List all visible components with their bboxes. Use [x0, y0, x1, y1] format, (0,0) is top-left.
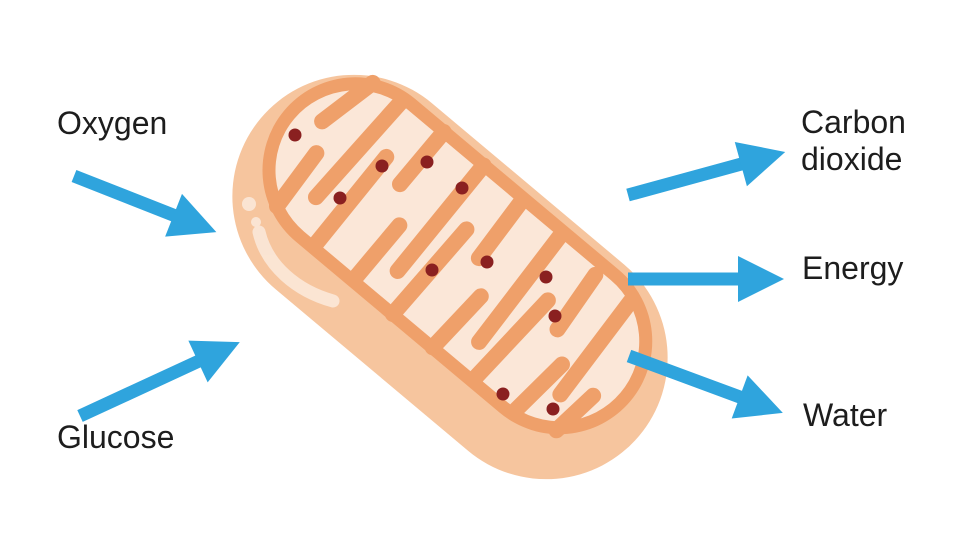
granule-dot — [375, 159, 389, 173]
granule-dot — [546, 402, 560, 416]
granule-dot — [333, 191, 347, 205]
granule-dot — [425, 263, 439, 277]
label-glucose: Glucose — [57, 419, 175, 455]
cristae-folds — [269, 74, 639, 439]
water-arrow-icon — [626, 349, 783, 419]
granule-dot — [455, 181, 469, 195]
matrix-granules — [288, 128, 562, 416]
glucose-arrow-icon — [77, 340, 240, 422]
mitochondrion-illustration — [232, 74, 668, 480]
label-water: Water — [803, 397, 888, 433]
granule-dot — [480, 255, 494, 269]
carbon-dioxide-arrow-icon — [626, 141, 786, 202]
oxygen-arrow-icon — [71, 169, 217, 237]
granule-dot — [539, 270, 553, 284]
granule-dot — [420, 155, 434, 169]
membrane-gloss-highlight — [242, 197, 340, 308]
granule-dot — [548, 309, 562, 323]
label-oxygen: Oxygen — [57, 105, 168, 141]
energy-arrow-icon — [628, 256, 784, 302]
granule-dot — [496, 387, 510, 401]
label-carbon-dioxide: Carbon dioxide — [801, 104, 906, 177]
granule-dot — [288, 128, 302, 142]
label-energy: Energy — [802, 250, 904, 286]
